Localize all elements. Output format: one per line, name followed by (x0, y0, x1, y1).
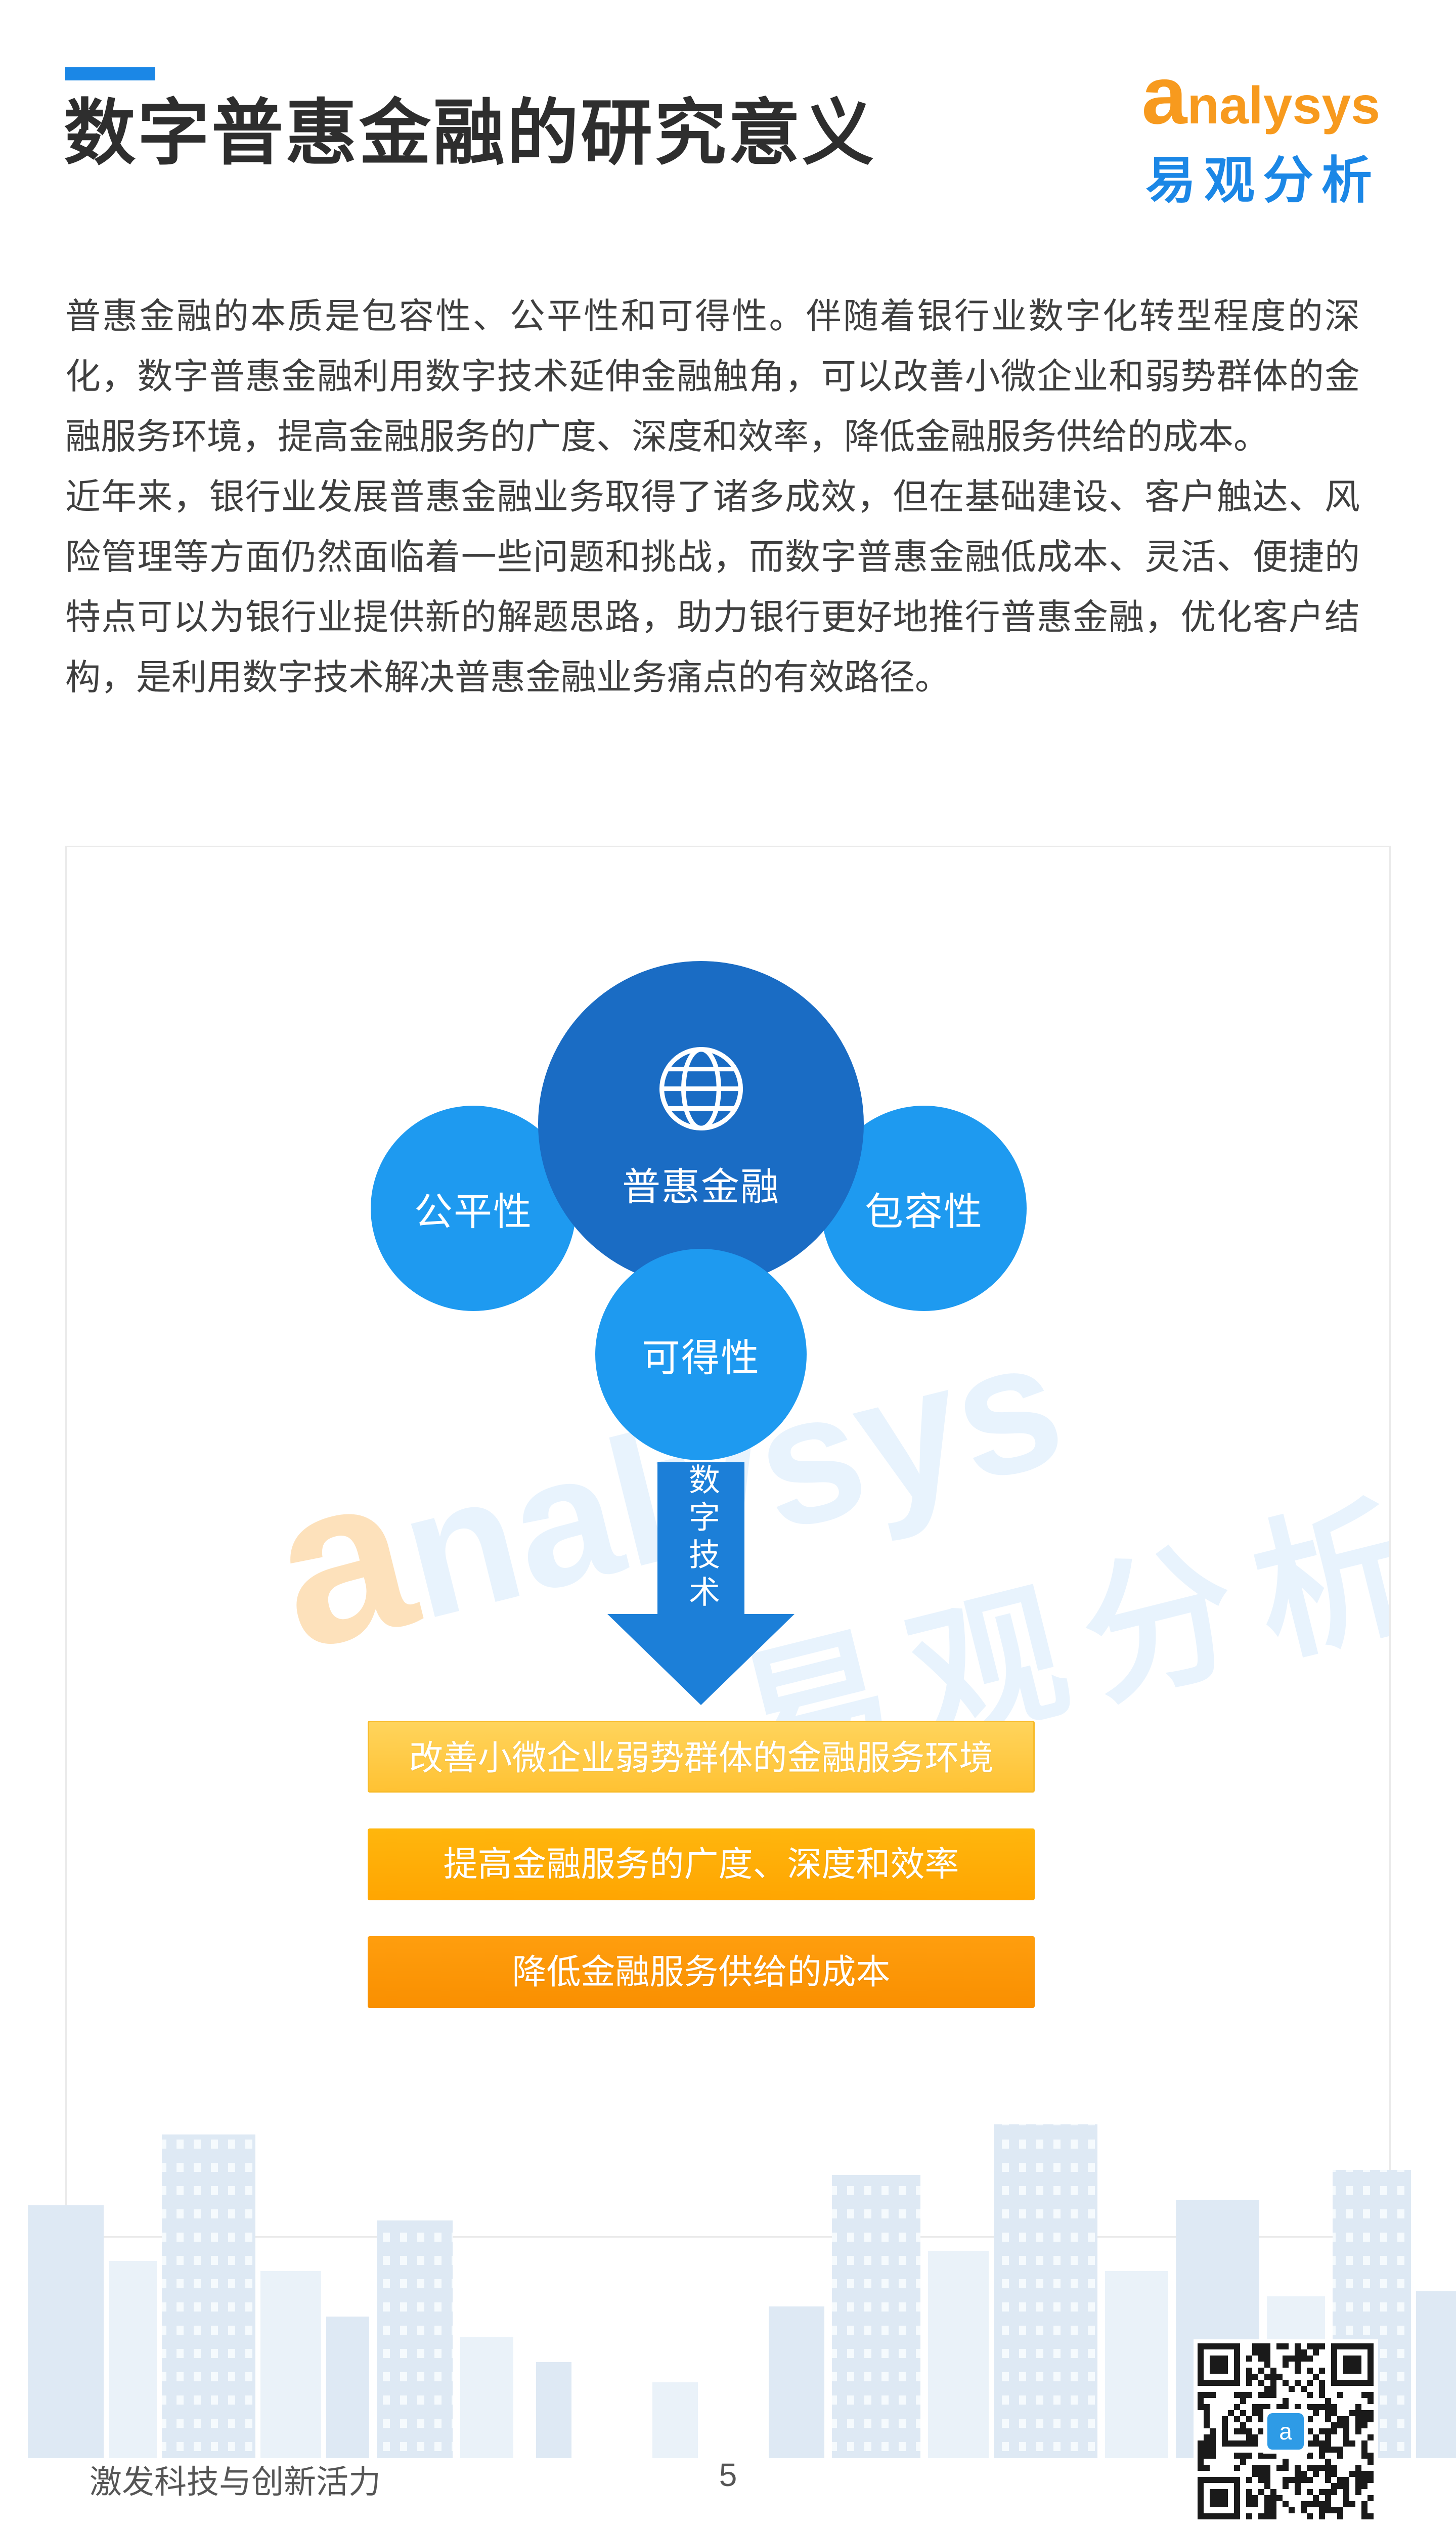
footer-slogan: 激发科技与创新活力 (90, 2464, 381, 2500)
circle-inclusive-finance: 普惠金融 (538, 961, 864, 1287)
title-accent-bar (65, 67, 155, 80)
analysys-chinese-name: 易观分析 (1145, 152, 1380, 209)
qr-code: a (1194, 2339, 1378, 2524)
benefit-bar-label: 降低金融服务供给的成本 (512, 1953, 891, 1991)
logo-wordmark-rest: nalysys (1187, 76, 1380, 135)
benefit-bar-label: 提高金融服务的广度、深度和效率 (443, 1845, 959, 1884)
watermark-a-glyph: a (250, 1420, 434, 1698)
intro-paragraph-1: 普惠金融的本质是包容性、公平性和可得性。伴随着银行业数字化转型程度的深化，数字普… (65, 296, 1360, 456)
digital-tech-arrow: 数字技术 (607, 1462, 795, 1705)
globe-icon (659, 1047, 743, 1130)
circle-inclusiveness-label: 包容性 (865, 1191, 983, 1234)
logo-a-glyph: a (1141, 50, 1187, 141)
page-number: 5 (719, 2457, 737, 2493)
intro-paragraph-2: 近年来，银行业发展普惠金融业务取得了诸多成效，但在基础建设、客户触达、风险管理等… (65, 477, 1360, 697)
arrow-head-icon (607, 1614, 795, 1705)
benefit-bar: 改善小微企业弱势群体的金融服务环境 (368, 1721, 1035, 1793)
circle-availability-label: 可得性 (642, 1337, 760, 1380)
arrow-shaft: 数字技术 (657, 1462, 744, 1614)
benefit-bar: 提高金融服务的广度、深度和效率 (368, 1828, 1035, 1900)
svg-text:a: a (1279, 2418, 1292, 2445)
circle-fairness-label: 公平性 (414, 1191, 533, 1234)
benefit-bar-label: 改善小微企业弱势群体的金融服务环境 (409, 1739, 994, 1777)
intro-text: 普惠金融的本质是包容性、公平性和可得性。伴随着银行业数字化转型程度的深化，数字普… (65, 286, 1360, 708)
circle-availability: 可得性 (595, 1249, 807, 1460)
arrow-label: 数字技术 (684, 1463, 719, 1613)
circle-inclusive-finance-label: 普惠金融 (622, 1165, 780, 1209)
benefit-bars: 改善小微企业弱势群体的金融服务环境 提高金融服务的广度、深度和效率 降低金融服务… (368, 1721, 1035, 2008)
city-skyline-graphic (28, 2124, 1456, 2458)
page-title: 数字普惠金融的研究意义 (64, 93, 876, 173)
benefit-bar: 降低金融服务供给的成本 (368, 1936, 1035, 2008)
